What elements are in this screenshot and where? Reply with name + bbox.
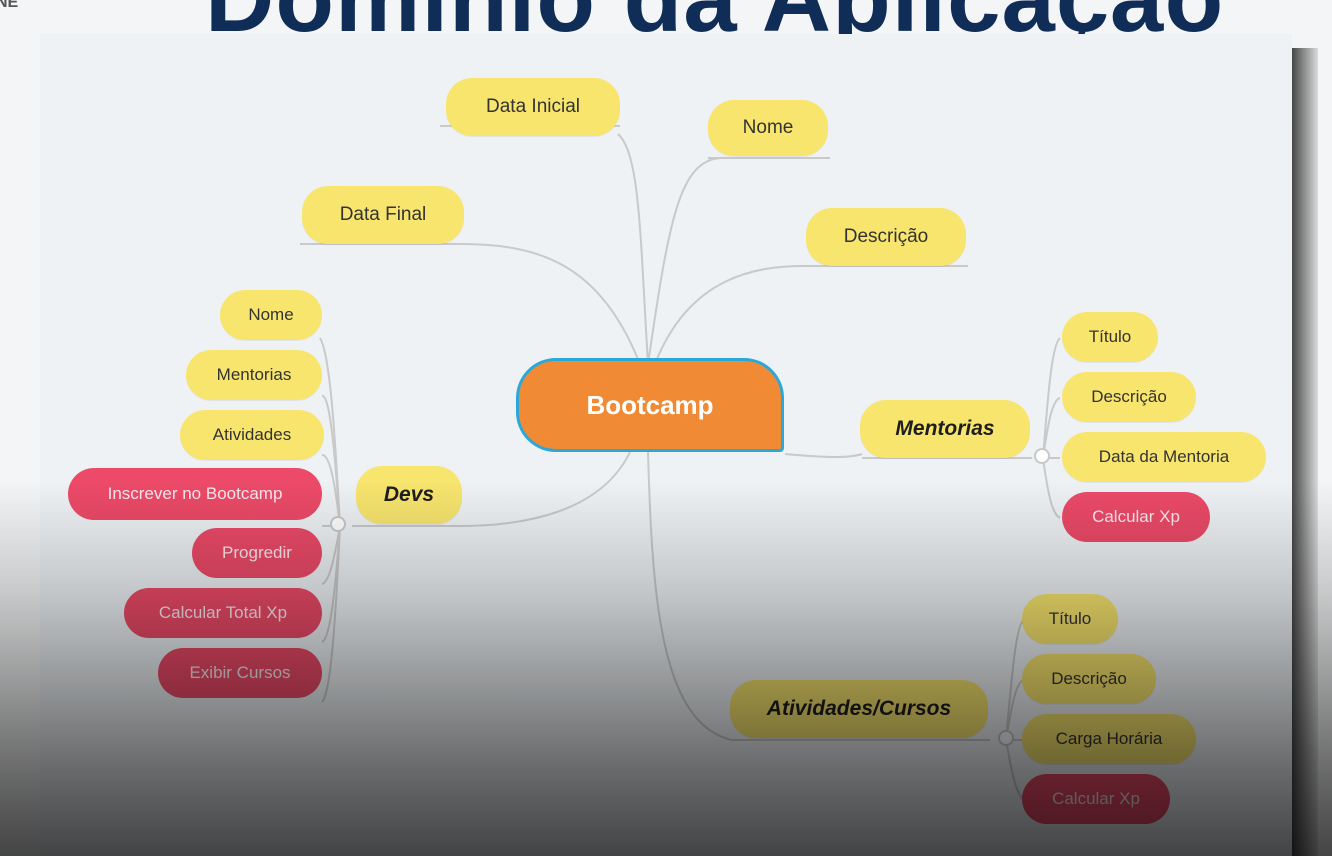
slide-title-strip: NE Domínio da Aplicação	[0, 0, 1332, 34]
devs-method-exibir-cursos[interactable]: Exibir Cursos	[158, 648, 322, 698]
edge-data-final	[459, 243, 641, 365]
atividades-attr-descricao[interactable]: Descrição	[1022, 654, 1156, 704]
atividades-branch-joint	[998, 730, 1014, 746]
edge-data-inicial	[617, 133, 649, 365]
mentorias-attr-data-mentoria[interactable]: Data da Mentoria	[1062, 432, 1266, 482]
mentorias-branch-joint	[1034, 448, 1050, 464]
devs-method-progredir[interactable]: Progredir	[192, 528, 322, 578]
node-data-inicial[interactable]: Data Inicial	[446, 78, 620, 136]
node-nome[interactable]: Nome	[708, 100, 828, 156]
edge-nome	[647, 156, 729, 365]
corner-text: NE	[0, 0, 19, 11]
node-descricao[interactable]: Descrição	[806, 208, 966, 266]
node-data-final[interactable]: Data Final	[302, 186, 464, 244]
edge-mentorias	[784, 453, 863, 458]
atividades-attr-titulo[interactable]: Título	[1022, 594, 1118, 644]
devs-attr-atividades[interactable]: Atividades	[180, 410, 324, 460]
devs-method-calcular-total-xp[interactable]: Calcular Total Xp	[124, 588, 322, 638]
node-devs[interactable]: Devs	[356, 466, 462, 524]
edge-atividades	[647, 451, 733, 741]
edge-devs	[459, 451, 631, 527]
slide-shadow	[1292, 48, 1318, 856]
edge-descricao	[654, 265, 806, 365]
node-mentorias[interactable]: Mentorias	[860, 400, 1030, 458]
mentorias-method-calcular-xp[interactable]: Calcular Xp	[1062, 492, 1210, 542]
mentorias-attr-titulo[interactable]: Título	[1062, 312, 1158, 362]
devs-method-inscrever[interactable]: Inscrever no Bootcamp	[68, 468, 322, 520]
atividades-attr-carga-horaria[interactable]: Carga Horária	[1022, 714, 1196, 764]
root-node-bootcamp[interactable]: Bootcamp	[516, 358, 784, 452]
atividades-method-calcular-xp[interactable]: Calcular Xp	[1022, 774, 1170, 824]
mindmap-slide: Bootcamp Data Inicial Nome Data Final De…	[40, 34, 1292, 856]
devs-attr-nome[interactable]: Nome	[220, 290, 322, 340]
slide-title: Domínio da Aplicação	[205, 0, 1224, 34]
mentorias-attr-descricao[interactable]: Descrição	[1062, 372, 1196, 422]
devs-attr-mentorias[interactable]: Mentorias	[186, 350, 322, 400]
node-atividades-cursos[interactable]: Atividades/Cursos	[730, 680, 988, 738]
devs-branch-joint	[330, 516, 346, 532]
